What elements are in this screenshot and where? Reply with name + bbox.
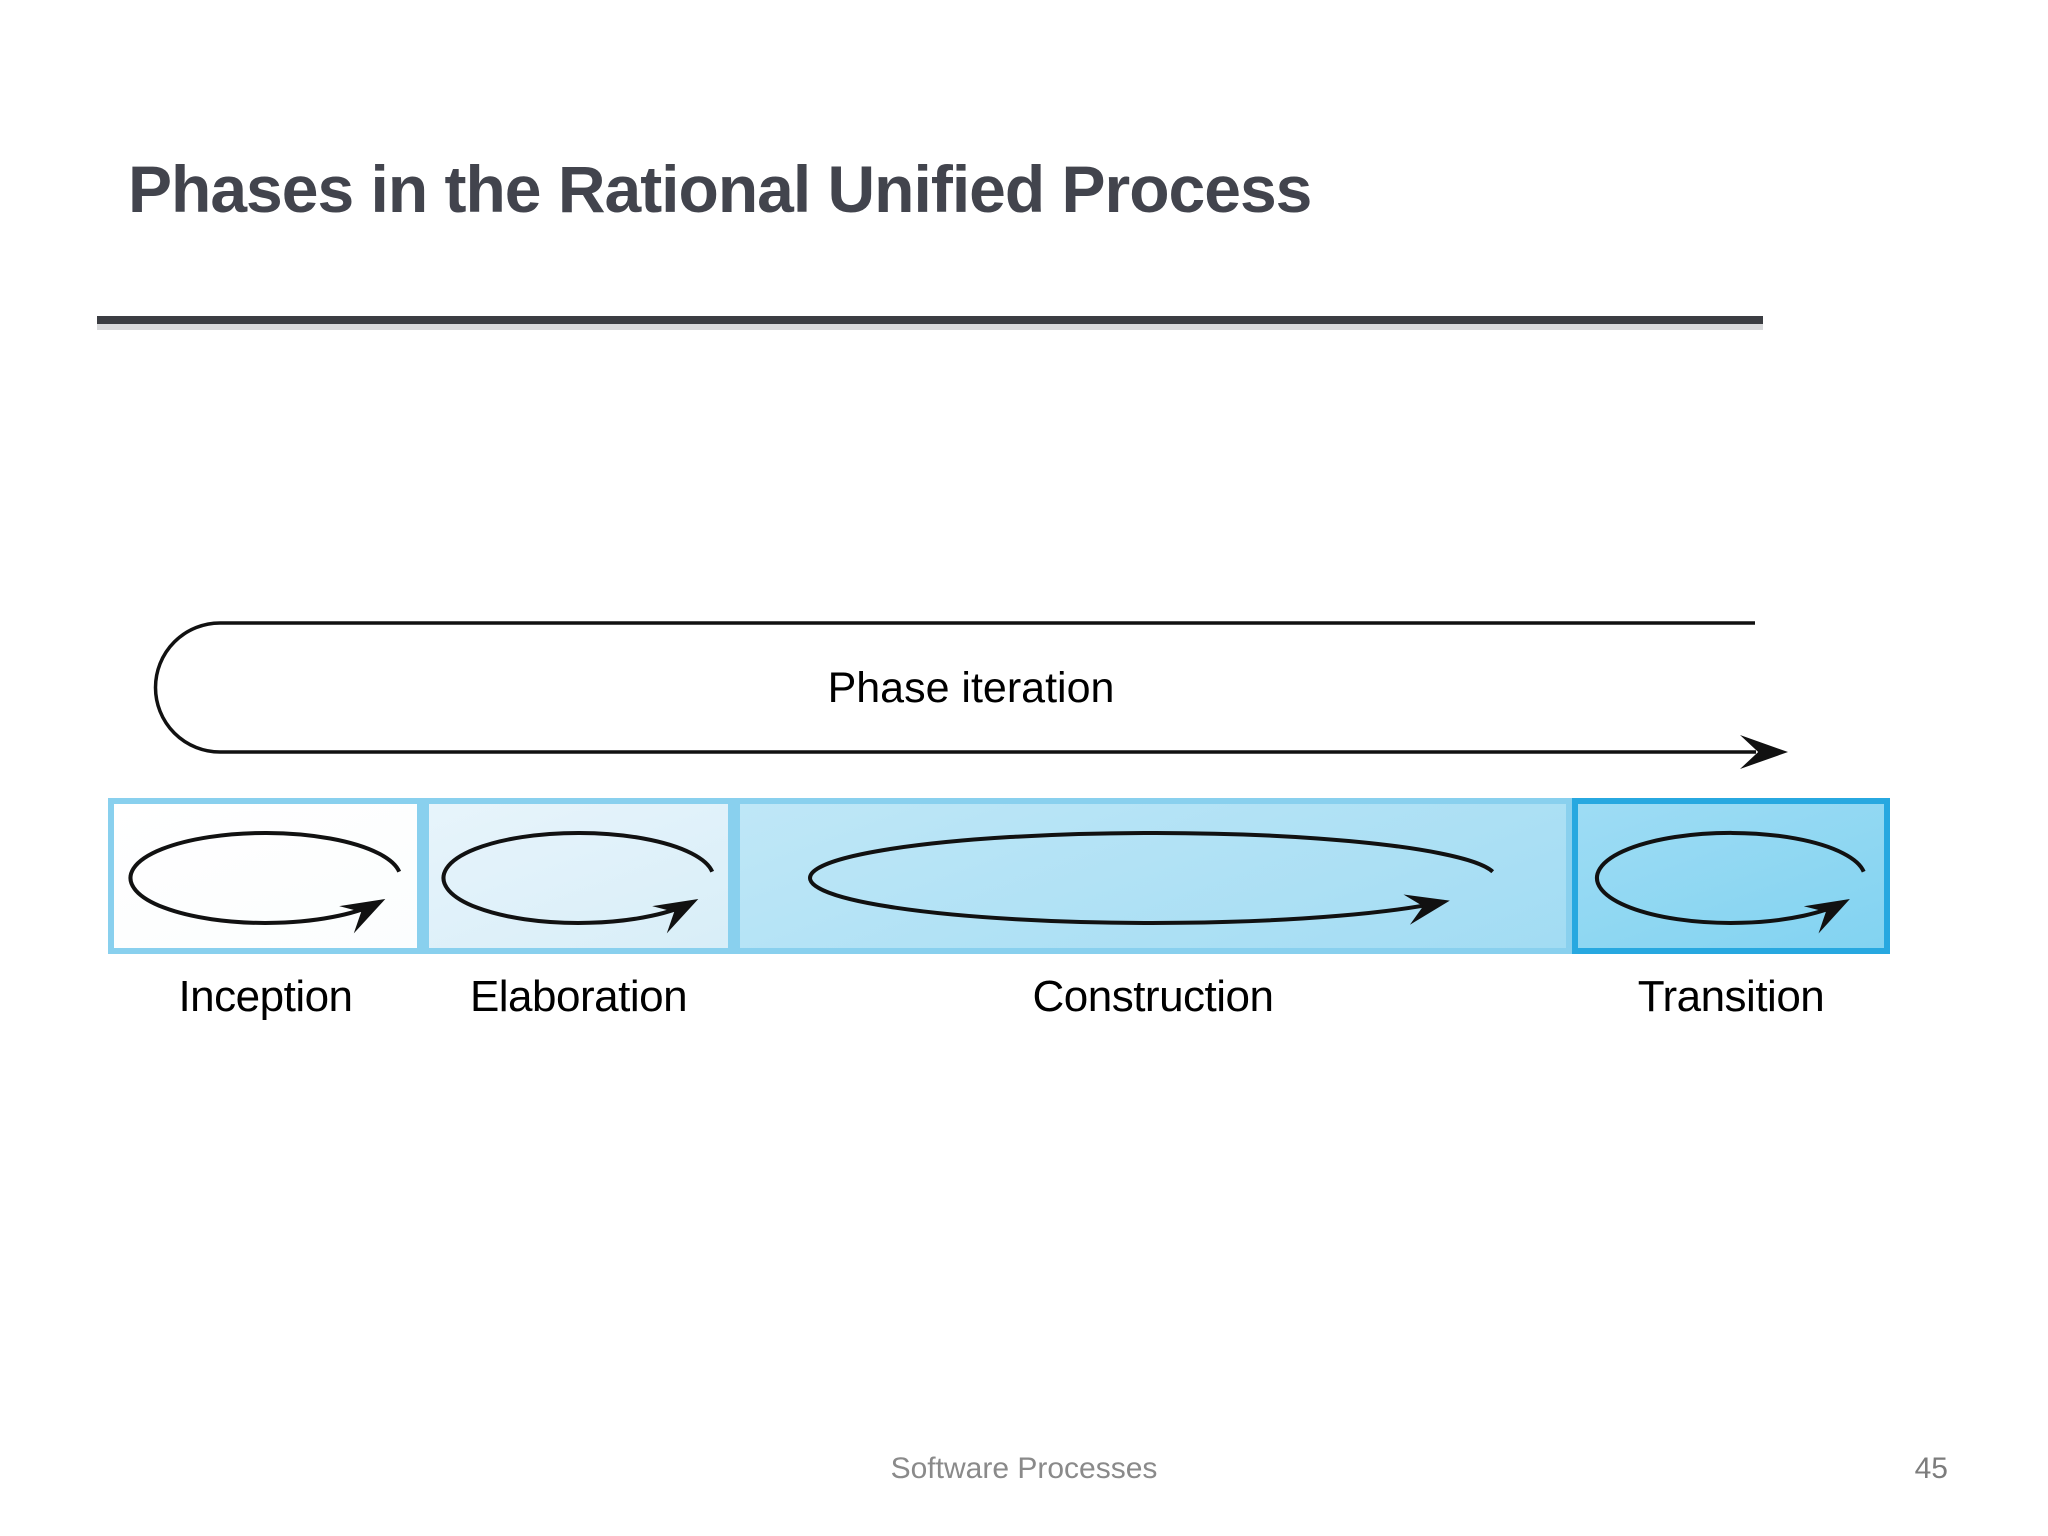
phase-box-construction [734, 798, 1572, 954]
phase-iteration-label: Phase iteration [827, 664, 1115, 712]
title-divider-dark-line [97, 316, 1763, 324]
footer-title: Software Processes [890, 1452, 1158, 1485]
slide-title: Phases in the Rational Unified Process [128, 152, 1312, 226]
page-number: 45 [1914, 1452, 1948, 1485]
phase-box-transition [1572, 798, 1890, 954]
title-divider [97, 316, 1763, 330]
phase-label-elaboration: Elaboration [469, 972, 688, 1021]
phase-label-construction: Construction [1032, 972, 1274, 1021]
phase-iteration-arrowhead-icon [1740, 735, 1788, 769]
title-divider-shadow-line [97, 324, 1763, 330]
phase-box-elaboration [423, 798, 734, 954]
phase-label-inception: Inception [178, 972, 353, 1021]
phase-label-transition: Transition [1637, 972, 1825, 1021]
phase-box-inception [108, 798, 423, 954]
